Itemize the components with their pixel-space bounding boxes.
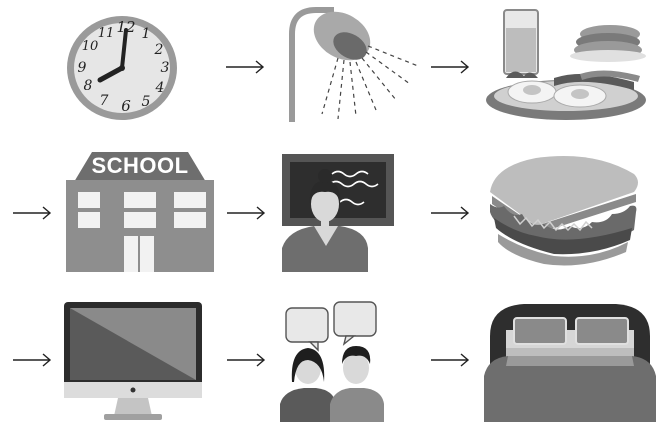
clock-icon: 12 1 2 3 4 5 6 7 8 9 10 11 bbox=[62, 10, 180, 122]
clock-number: 12 bbox=[116, 18, 135, 36]
arrow-right-icon bbox=[430, 60, 470, 74]
two-people-talking-icon bbox=[280, 300, 386, 422]
computer-monitor-icon bbox=[64, 302, 202, 424]
teacher-icon bbox=[280, 152, 396, 272]
clock-number: 9 bbox=[78, 60, 87, 76]
shower-head-icon bbox=[278, 4, 428, 124]
arrow-right-icon bbox=[226, 206, 266, 220]
bed-icon bbox=[484, 296, 656, 422]
clock-number: 5 bbox=[142, 94, 151, 110]
arrow-right-icon bbox=[226, 353, 266, 367]
school-building-icon: SCHOOL bbox=[66, 150, 214, 272]
arrow-right-icon bbox=[225, 60, 265, 74]
arrow-right-icon bbox=[430, 353, 470, 367]
sandwich-icon bbox=[484, 152, 644, 272]
clock-number: 1 bbox=[142, 26, 151, 42]
clock-number: 10 bbox=[82, 39, 99, 54]
school-sign: SCHOOL bbox=[91, 153, 189, 178]
breakfast-icon bbox=[484, 4, 646, 124]
clock-number: 3 bbox=[161, 60, 170, 76]
clock-number: 7 bbox=[100, 93, 109, 109]
clock-number: 2 bbox=[154, 42, 164, 58]
clock-number: 4 bbox=[155, 80, 165, 96]
clock-number: 6 bbox=[121, 97, 131, 115]
clock-number: 8 bbox=[84, 78, 93, 94]
arrow-right-icon bbox=[12, 353, 52, 367]
arrow-right-icon bbox=[12, 206, 52, 220]
clock-number: 11 bbox=[98, 26, 115, 41]
arrow-right-icon bbox=[430, 206, 470, 220]
